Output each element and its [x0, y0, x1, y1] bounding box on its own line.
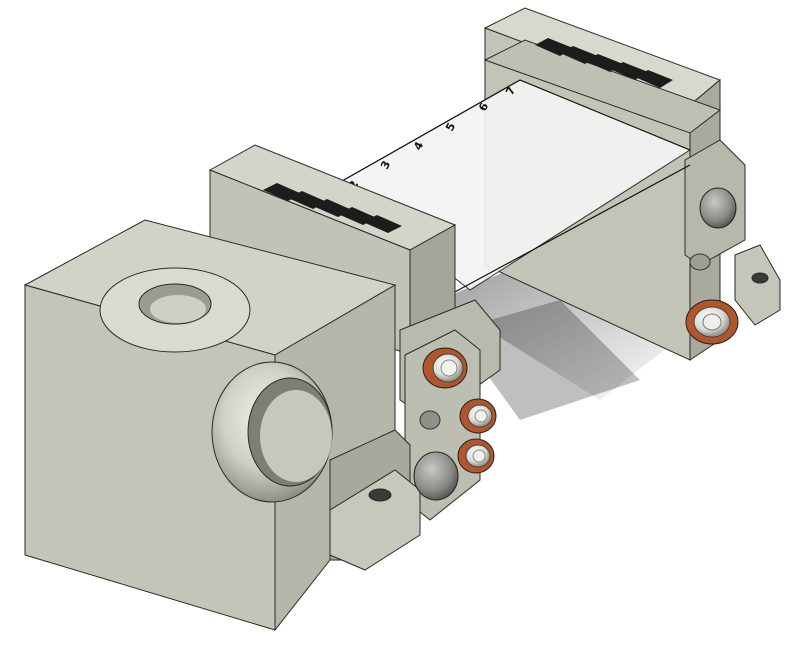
left-main-block	[23, 219, 421, 632]
large-knob-icon	[413, 451, 459, 501]
right-knob-icon	[699, 187, 737, 229]
top-port-icon	[99, 267, 251, 353]
fitting-top-icon	[422, 347, 468, 389]
right-fitting-icon	[685, 299, 739, 345]
fitting-middle-icon	[459, 398, 497, 434]
ground-shadow	[440, 265, 690, 420]
side-port-icon	[211, 361, 333, 503]
fitting-bottom-icon	[457, 438, 495, 474]
left-vent-slots	[263, 183, 402, 233]
right-small-knob-icon	[689, 253, 711, 271]
right-vent-slots	[535, 38, 673, 88]
small-knob-icon	[419, 410, 441, 430]
